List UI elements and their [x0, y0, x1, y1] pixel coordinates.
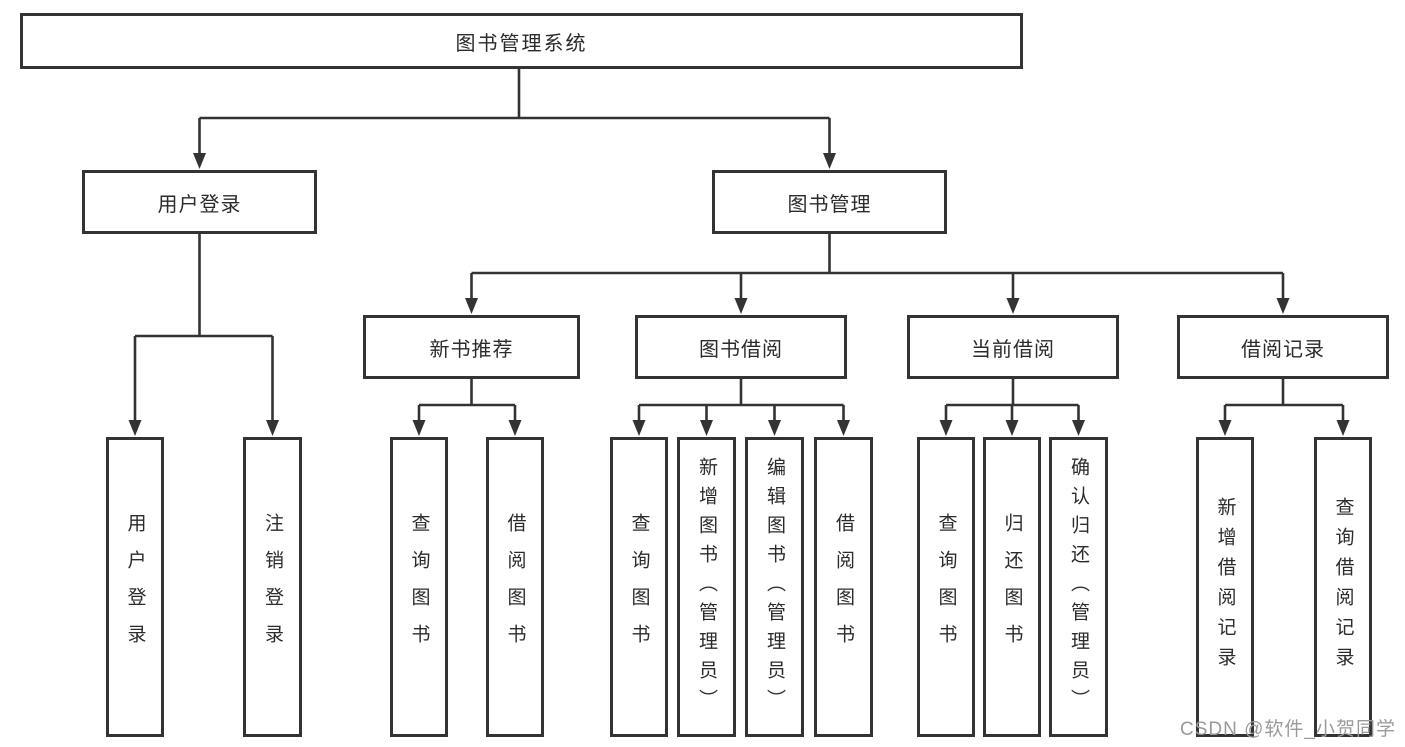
- node-library-management-system-label: 图书管理系统: [455, 32, 588, 55]
- node-borrowing-records: 借阅记录: [1177, 315, 1389, 379]
- node-borrowing-records-label: 借阅记录: [1241, 338, 1325, 361]
- leaf-borrow-query-books-label: 查询图书: [628, 513, 650, 661]
- leaf-current-return-books: 归还图书: [983, 437, 1041, 737]
- leaf-records-query-borrow-record-label: 查询借阅记录: [1332, 497, 1354, 677]
- leaf-borrow-borrow-books-label: 借阅图书: [833, 513, 854, 661]
- leaf-records-query-borrow-record: 查询借阅记录: [1314, 437, 1372, 737]
- node-user-login: 用户登录: [82, 170, 317, 234]
- leaf-borrow-borrow-books: 借阅图书: [814, 437, 873, 737]
- leaf-user-login: 用户登录: [106, 437, 164, 737]
- leaf-current-query-books: 查询图书: [917, 437, 975, 737]
- arrowheads: [128, 153, 1350, 436]
- node-new-book-recommend: 新书推荐: [363, 315, 580, 379]
- node-book-borrowing: 图书借阅: [635, 315, 847, 379]
- node-book-management: 图书管理: [712, 170, 947, 234]
- leaf-logout: 注销登录: [243, 437, 302, 737]
- leaf-current-confirm-return-admin: 确认归还（管理员）: [1049, 437, 1108, 737]
- leaf-recommend-query-books-label: 查询图书: [408, 513, 430, 661]
- leaf-user-login-label: 用户登录: [124, 513, 146, 661]
- node-book-management-label: 图书管理: [787, 193, 872, 216]
- node-new-book-recommend-label: 新书推荐: [429, 338, 514, 361]
- leaf-recommend-borrow-books: 借阅图书: [486, 437, 544, 737]
- leaf-borrow-edit-books-admin: 编辑图书（管理员）: [745, 437, 804, 737]
- leaf-borrow-edit-books-admin-label: 编辑图书（管理员）: [764, 456, 785, 718]
- leaf-current-return-books-label: 归还图书: [1001, 513, 1023, 661]
- leaf-records-add-borrow-record: 新增借阅记录: [1196, 437, 1254, 737]
- leaf-borrow-query-books: 查询图书: [610, 437, 668, 737]
- leaf-records-add-borrow-record-label: 新增借阅记录: [1214, 497, 1236, 677]
- leaf-recommend-borrow-books-label: 借阅图书: [504, 513, 526, 661]
- leaf-borrow-add-books-admin-label: 新增图书（管理员）: [696, 456, 717, 718]
- csdn-watermark: CSDN @软件_小贺同学: [1180, 719, 1396, 740]
- leaf-current-confirm-return-admin-label: 确认归还（管理员）: [1068, 456, 1089, 718]
- leaf-recommend-query-books: 查询图书: [390, 437, 448, 737]
- node-book-borrowing-label: 图书借阅: [699, 338, 783, 361]
- node-library-management-system: 图书管理系统: [20, 13, 1023, 69]
- node-current-borrowing: 当前借阅: [907, 315, 1119, 379]
- leaf-logout-label: 注销登录: [262, 513, 283, 661]
- node-user-login-label: 用户登录: [157, 193, 242, 216]
- leaf-current-query-books-label: 查询图书: [935, 513, 957, 661]
- node-current-borrowing-label: 当前借阅: [971, 338, 1055, 361]
- leaf-borrow-add-books-admin: 新增图书（管理员）: [677, 437, 736, 737]
